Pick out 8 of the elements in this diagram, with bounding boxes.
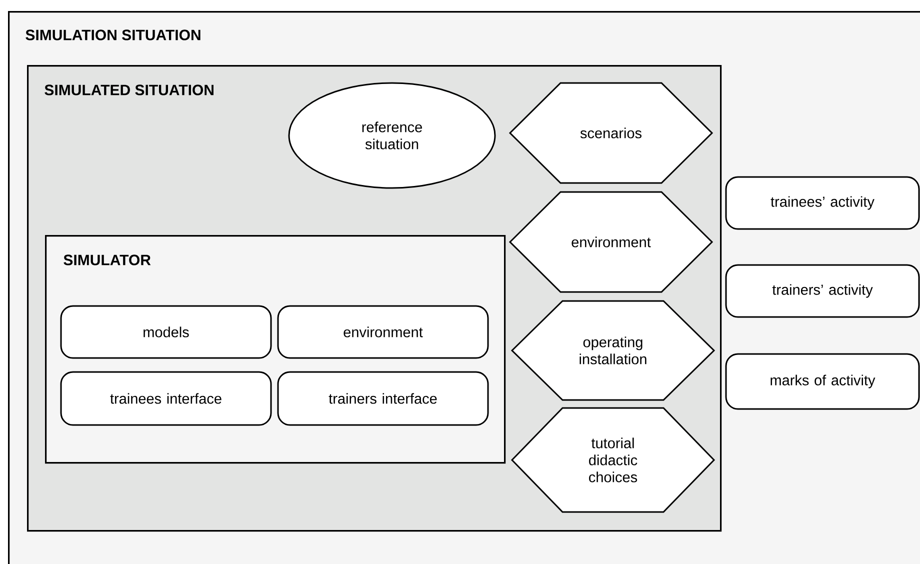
rounded-box: trainers interface bbox=[277, 371, 489, 426]
rounded-box: models bbox=[60, 305, 272, 359]
rounded-box: trainers’ activity bbox=[725, 264, 920, 318]
rounded-box: trainees’ activity bbox=[725, 176, 920, 230]
rounded-box: trainees interface bbox=[60, 371, 272, 426]
rounded-box: environment bbox=[277, 305, 489, 359]
rounded-box: marks of activity bbox=[725, 353, 920, 410]
ellipse-node: reference situation bbox=[288, 82, 496, 189]
